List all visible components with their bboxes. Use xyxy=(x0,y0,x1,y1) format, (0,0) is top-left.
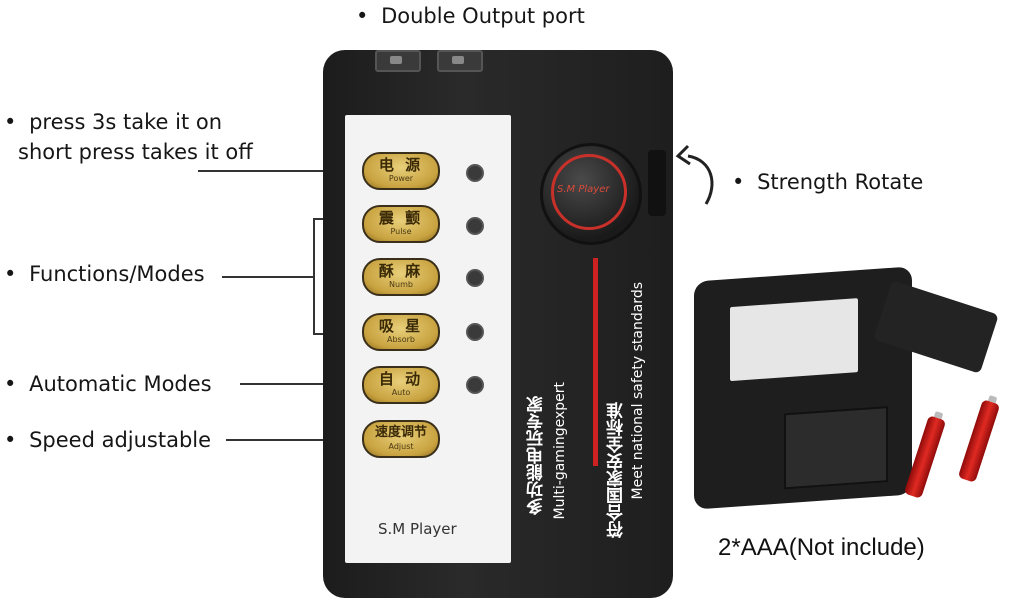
tagline-en-2: Meet national safety standards xyxy=(630,282,646,500)
strength-rotate-label: Strength Rotate xyxy=(732,170,923,194)
auto-pointer-line xyxy=(240,383,362,385)
strength-knob[interactable]: S.M Player xyxy=(540,143,642,245)
knob-scale xyxy=(551,154,627,230)
led-power xyxy=(466,164,484,182)
output-port-2 xyxy=(437,50,483,72)
red-stripe xyxy=(593,258,598,466)
battery-compartment xyxy=(784,406,888,490)
tagline-en-1: Multi-gamingexpert xyxy=(552,382,568,520)
led-numb xyxy=(466,269,484,287)
battery-caption: 2*AAA(Not include) xyxy=(718,534,925,561)
knob-label: S.M Player xyxy=(557,184,610,195)
output-port-1 xyxy=(375,50,421,72)
tagline-cn-2: 符合国家安全标准 xyxy=(607,402,627,538)
led-absorb xyxy=(466,323,484,341)
strength-wheel[interactable] xyxy=(648,150,666,216)
speed-pointer-line xyxy=(226,439,362,441)
automatic-modes-label: Automatic Modes xyxy=(4,372,212,396)
speed-adjustable-label: Speed adjustable xyxy=(4,428,211,452)
battery-back-view xyxy=(694,266,912,510)
rotate-arrow-icon xyxy=(675,144,714,205)
functions-modes-label: Functions/Modes xyxy=(4,262,205,286)
modes-pointer-line xyxy=(222,276,314,278)
power-instruction-label-2: short press takes it off xyxy=(18,140,253,164)
led-pulse xyxy=(466,217,484,235)
tagline-cn-1: 多功能电玩专家 xyxy=(527,396,547,515)
power-pointer-line xyxy=(198,170,362,172)
spec-sticker xyxy=(730,298,858,382)
power-instruction-label: press 3s take it on xyxy=(4,110,222,134)
output-ports xyxy=(375,50,485,72)
led-auto xyxy=(466,376,484,394)
modes-bracket-line xyxy=(313,218,315,334)
aaa-battery-2 xyxy=(957,399,1001,483)
brand-label: S.M Player xyxy=(378,520,457,538)
output-port-label: Double Output port xyxy=(356,4,585,28)
